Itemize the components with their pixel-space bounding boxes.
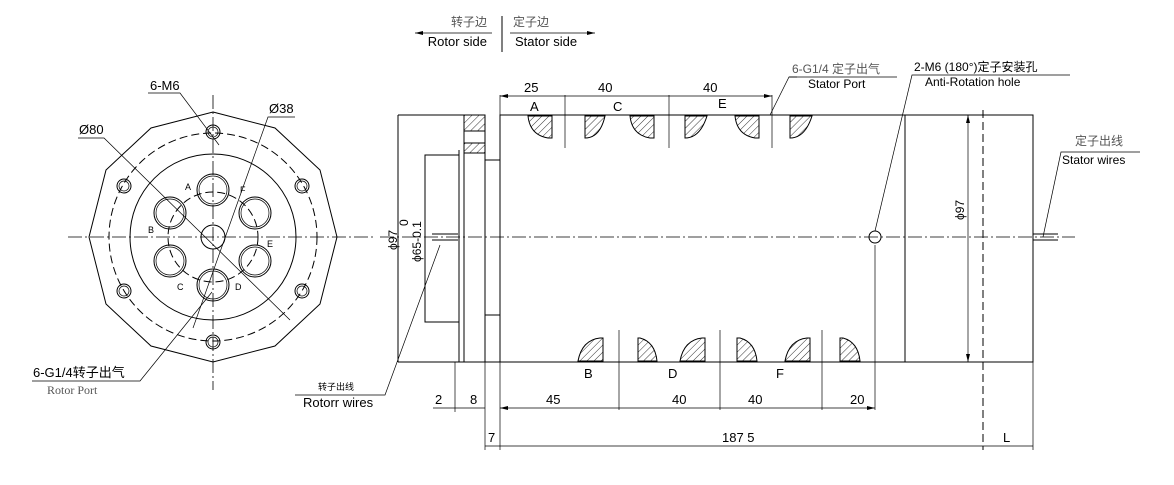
dim-40-top-1: 40	[598, 80, 612, 95]
bolt-circle	[108, 132, 318, 342]
stator-wires-icon	[1033, 233, 1058, 241]
port-label-e: E	[267, 239, 273, 249]
dia-97-right: ϕ97	[953, 200, 967, 220]
front-view: A B C D E F 6-M6 Ø80 Ø38 6-G1/4转子出气 Roto…	[32, 78, 375, 397]
dia-38-label: Ø38	[269, 101, 294, 116]
dim-40-bottom-1: 40	[672, 392, 686, 407]
dim-45: 45	[546, 392, 560, 407]
dim-40-top-2: 40	[703, 80, 717, 95]
rotor-side-label: Rotor side	[428, 34, 487, 49]
port-label-d: D	[235, 282, 242, 292]
dim-40-bottom-2: 40	[748, 392, 762, 407]
rotor-side-cn: 转子边	[451, 14, 487, 29]
body-outline	[499, 114, 1034, 363]
stator-wires-label: Stator wires	[1062, 153, 1125, 167]
stator-port-cn: 6-G1/4 定子出气	[792, 61, 880, 76]
port-label-c: C	[177, 282, 184, 292]
rotor-wires-cn: 转子出线	[318, 381, 354, 392]
stator-port-b: B	[584, 366, 593, 381]
rotor-port-label: Rotor Port	[47, 383, 98, 397]
dim-8: 8	[470, 392, 477, 407]
rotor-wires-icon	[432, 233, 458, 241]
port-label-b: B	[148, 225, 154, 235]
dia-80-label: Ø80	[79, 122, 104, 137]
port-label-f: F	[240, 185, 246, 195]
bolt-label: 6-M6	[150, 78, 180, 93]
stator-port-label: Stator Port	[808, 77, 866, 91]
stator-side-cn: 定子边	[513, 14, 549, 29]
anti-rotation-label: Anti-Rotation hole	[925, 75, 1021, 89]
dia-97-left: ϕ97	[386, 230, 400, 250]
inner-circle	[129, 153, 297, 321]
dim-L: L	[1003, 430, 1010, 445]
stator-wires-cn: 定子出线	[1075, 133, 1123, 148]
port-circle	[167, 191, 259, 283]
stator-side-label: Stator side	[515, 34, 577, 49]
anti-rotation-cn: 2-M6 (180°)定子安装孔	[914, 59, 1038, 74]
stator-port-a: A	[530, 99, 539, 114]
dim-25: 25	[524, 80, 538, 95]
dim-2: 2	[435, 392, 442, 407]
bolt-holes	[116, 124, 310, 350]
top-stator-ports	[527, 95, 813, 148]
stator-port-d: D	[668, 366, 677, 381]
outer-flange-outline	[88, 111, 338, 363]
dia-tolerance: 0	[397, 219, 411, 226]
rotor-ports	[153, 173, 272, 302]
stator-port-e: E	[718, 96, 727, 111]
port-label-a: A	[185, 182, 191, 192]
dim-187-5: 187 5	[722, 430, 755, 445]
dim-20: 20	[850, 392, 864, 407]
side-legend: 转子边 Rotor side 定子边 Stator side	[415, 14, 595, 52]
bottom-stator-ports	[577, 330, 861, 410]
side-view: A C E B D F ϕ97 0 ϕ65-0.1 ϕ97 25 40 40 4…	[295, 59, 1140, 450]
rotor-port-cn: 6-G1/4转子出气	[33, 365, 125, 380]
dia-65: ϕ65-0.1	[410, 221, 424, 262]
stator-port-c: C	[613, 99, 622, 114]
stator-port-f: F	[776, 366, 784, 381]
rotor-wires-label: Rotorr wires	[303, 395, 374, 410]
dim-7: 7	[488, 430, 495, 445]
